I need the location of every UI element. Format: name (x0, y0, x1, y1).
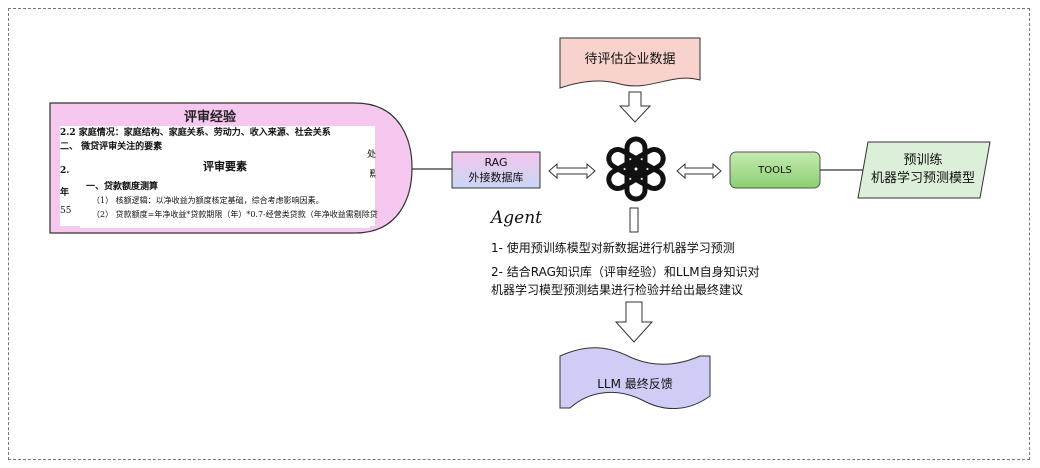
tools-label: TOOLS (758, 164, 792, 176)
ml-model-label: 预训练 机器学习预测模型 (858, 145, 988, 195)
enterprise-data-box (559, 37, 701, 89)
down-arrow-icon-bottom (614, 301, 654, 343)
knowledge-doc-2: 评审要素 一、贷款额度测算 （1） 核额逻辑：以净收益为额度核定基础，综合考虑影… (80, 158, 378, 228)
doc1-line-2: 二、 微贷评审关注的要素 (60, 142, 163, 152)
doc1-line-3: 2. (60, 166, 70, 176)
doc1-line-1: 2.2 家庭情况：家庭结构、家庭关系、劳动力、收入来源、社会关系 (60, 128, 331, 138)
agent-label: Agent (491, 208, 542, 228)
agent-connector (629, 207, 639, 233)
double-arrow-icon-left (548, 162, 596, 180)
rag-box (451, 151, 541, 189)
ml-model-label-line1: 预训练 (903, 153, 943, 168)
doc1-right-2: 黑 (367, 170, 377, 180)
down-arrow-icon-top (618, 91, 652, 123)
doc2-title: 评审要素 (203, 160, 247, 173)
rag-label-line1: RAG (484, 156, 508, 169)
diagram-frame (8, 8, 1030, 460)
doc1-line-4: 年 (60, 188, 70, 198)
agent-step-2-line1: 2- 结合RAG知识库（评审经验）和LLM自身知识对 (491, 265, 760, 279)
agent-step-2-line2: 机器学习模型预测结果进行检验并给出最终建议 (491, 283, 744, 297)
llm-feedback-box (559, 347, 711, 410)
enterprise-data-label: 待评估企业数据 (584, 51, 676, 67)
agent-step-1: 1- 使用预训练模型对新数据进行机器学习预测 (491, 241, 735, 255)
llm-feedback-label: LLM 最终反馈 (597, 376, 673, 391)
rag-label-line2: 外接数据库 (468, 171, 524, 184)
doc2-line-1: 一、贷款额度测算 (86, 182, 159, 192)
openai-logo-icon (606, 136, 666, 202)
doc1-line-5: 55 (60, 206, 72, 216)
doc2-line-2: （1） 核额逻辑：以净收益为额度核定基础，综合考虑影响因素。 (92, 196, 324, 205)
knowledge-title: 评审经验 (183, 110, 236, 125)
rag-label: RAG 外接数据库 (452, 153, 540, 187)
double-arrow-icon-right (676, 162, 722, 180)
ml-model-label-line2: 机器学习预测模型 (870, 171, 975, 186)
ml-model-box (857, 141, 991, 199)
doc1-right-1: 处 (367, 150, 377, 160)
doc2-line-3: （2） 贷款额度=年净收益*贷款期限（年）*0.7-经营类贷款（年净收益需剔除贷 (92, 210, 378, 219)
